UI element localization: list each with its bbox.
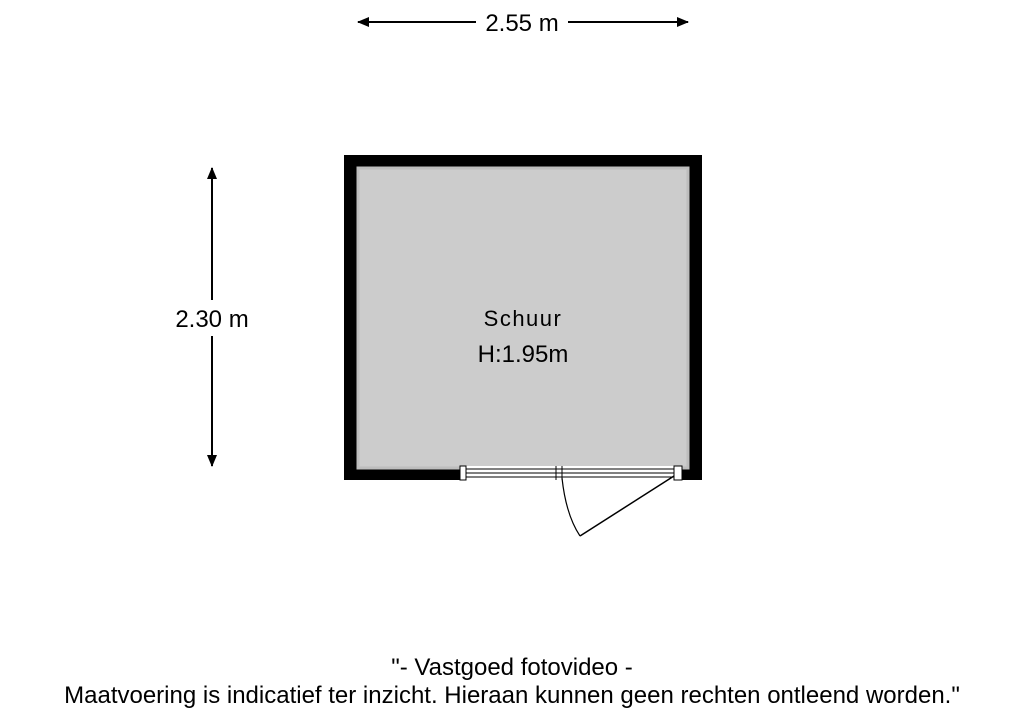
depth-dimension: 2.30 m [166,167,258,467]
door-leaf [579,475,675,537]
width-dimension-label: 2.55 m [485,10,558,37]
door-frame-left [459,465,467,481]
depth-dimension-label: 2.30 m [175,306,248,333]
width-dimension: 2.55 m [357,10,689,37]
door-opening [459,465,683,481]
room-name: Schuur [484,306,563,331]
room-schuur: Schuur H:1.95m [344,155,702,537]
door-swing-arc [561,477,581,537]
footer-credit: "- Vastgoed fotovideo - [391,654,633,681]
room-height: H:1.95m [478,341,569,368]
depth-dimension-label-backdrop [166,300,258,336]
room-floor [356,166,690,470]
door-frame-right [673,465,683,481]
door-swing [561,475,675,537]
footer-disclaimer: Maatvoering is indicatief ter inzicht. H… [64,682,960,709]
